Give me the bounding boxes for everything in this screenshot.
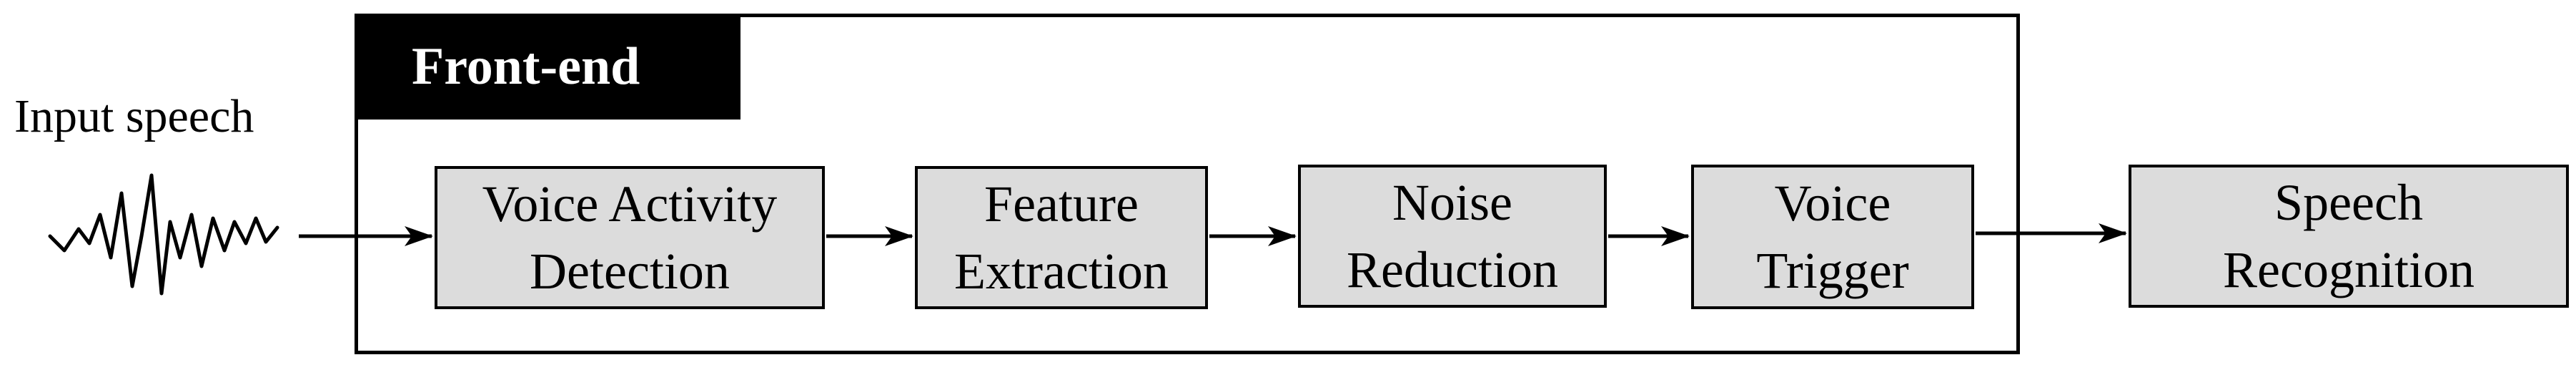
block-label-line1: Noise: [1392, 174, 1512, 231]
speech-recognition-block: Speech Recognition: [2129, 165, 2569, 308]
feature-extraction-block: Feature Extraction: [915, 166, 1208, 309]
block-label-line1: Feature: [984, 175, 1139, 233]
block-label-line2: Trigger: [1756, 242, 1909, 299]
block-label-line2: Detection: [530, 243, 730, 300]
voice-trigger-block: Voice Trigger: [1691, 165, 1974, 309]
block-label-line2: Reduction: [1347, 241, 1558, 298]
block-label-line2: Extraction: [954, 243, 1169, 300]
noise-reduction-block: Noise Reduction: [1298, 165, 1607, 308]
block-label-line1: Voice: [1774, 175, 1891, 232]
frontend-title: Front-end: [355, 14, 740, 120]
frontend-container: [355, 14, 2020, 354]
block-label-line1: Voice Activity: [482, 175, 778, 233]
input-speech-label: Input speech: [14, 90, 254, 142]
block-label-line2: Recognition: [2223, 241, 2475, 298]
block-label-line1: Speech: [2274, 174, 2423, 231]
speech-waveform-icon: [48, 173, 279, 296]
voice-activity-detection-block: Voice Activity Detection: [435, 166, 825, 309]
